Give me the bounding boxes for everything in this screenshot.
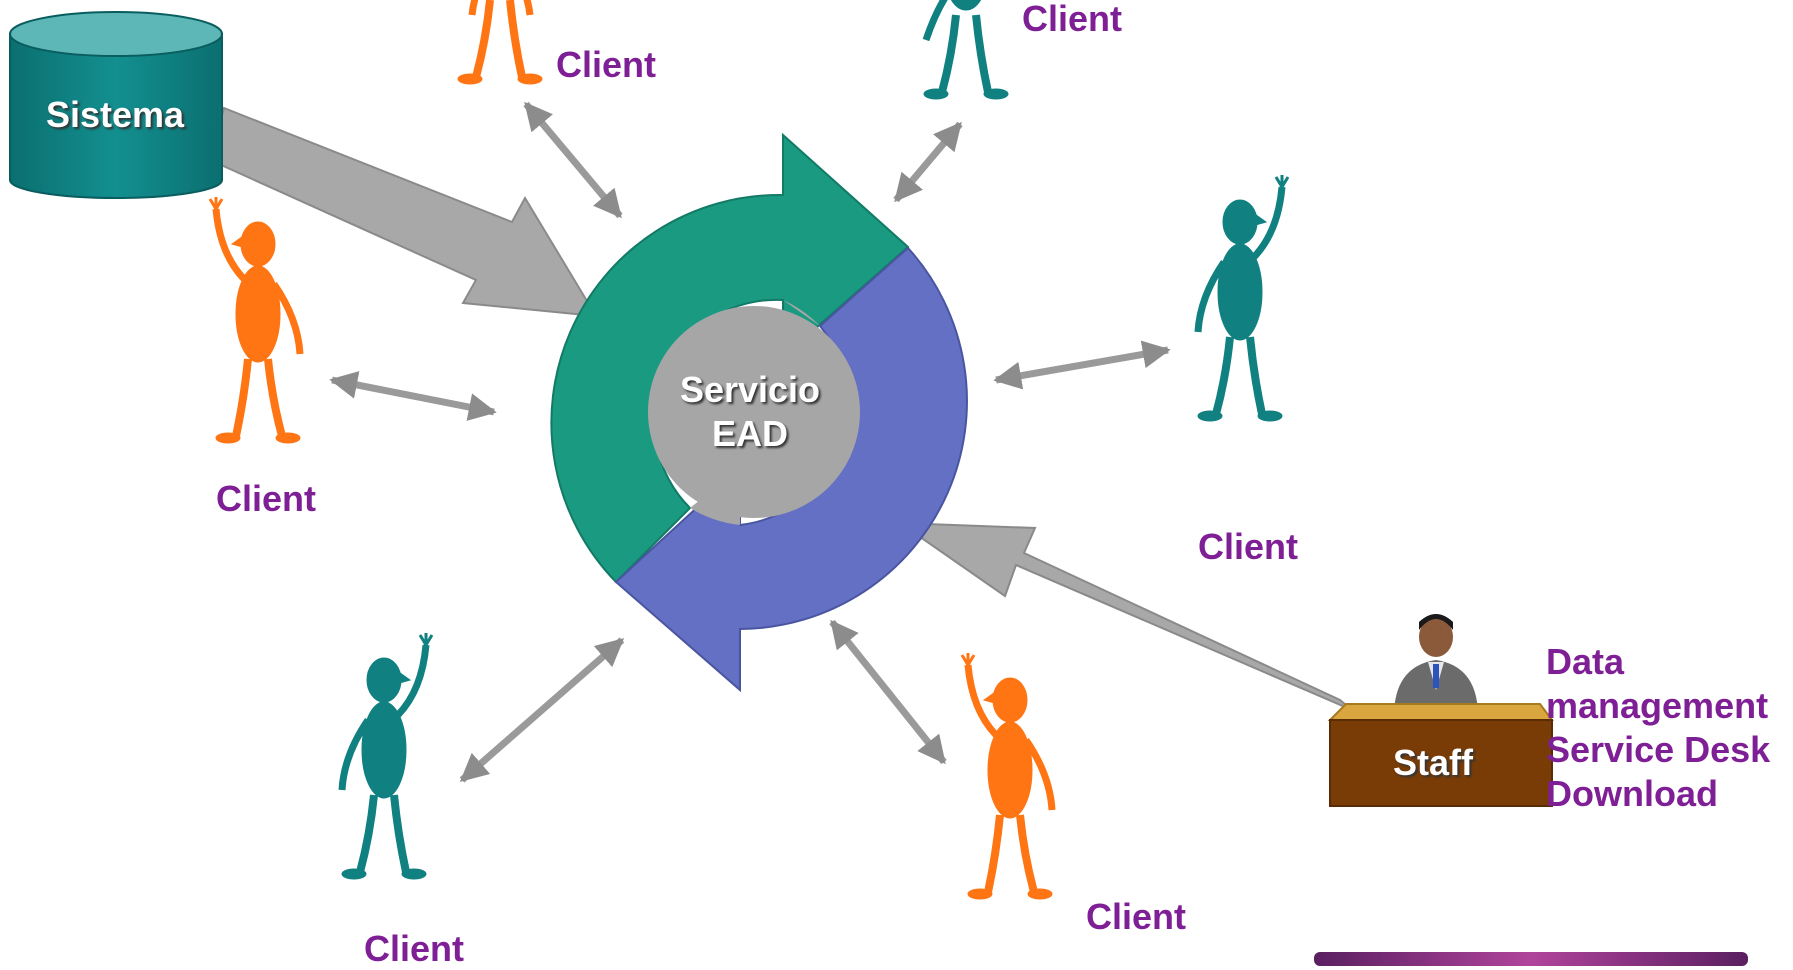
staff-person [1394,614,1478,712]
staff-desk [1327,703,1554,807]
client-figure-right [1198,175,1288,421]
client-label-right: Client [1198,526,1299,567]
service-label-line1: Servicio [679,369,821,410]
staff-task-list: Data management Service Desk Download [1546,640,1770,816]
client-figure-bottom-left [342,633,432,879]
client-figure-top-right [922,0,1009,100]
staff-task: Download [1546,773,1718,814]
connector-bottom-right [829,619,947,765]
database-cylinder [9,11,223,199]
connector-right [993,340,1171,390]
client-label-top-left: Client [556,44,657,85]
connector-bottom-left [459,637,625,783]
client-label-bottom-left: Client [364,928,465,969]
system-input-arrow [208,106,598,318]
footer-decoration-bar [1314,952,1748,966]
staff-task: Service Desk [1546,729,1771,770]
database-label: Sistema [45,94,185,135]
staff-task: management [1546,685,1769,726]
service-cycle [550,132,968,693]
client-label-top-right: Client [1022,0,1123,39]
client-figure-bottom-right [962,653,1052,899]
client-figure-left [210,197,300,443]
staff-input-arrow [896,521,1353,711]
client-label-left: Client [216,478,317,519]
staff-label: Staff [1393,742,1473,783]
client-connectors [329,101,1171,783]
service-center-label: Servicio EAD [640,368,860,456]
service-label-line2: EAD [711,413,788,454]
client-figure-top-left [457,0,543,85]
connector-top-right [893,121,963,203]
connector-left [329,371,497,421]
client-label-bottom-right: Client [1086,896,1187,937]
cycle-center [648,306,860,518]
staff-task: Data [1546,641,1625,682]
connector-top-left [523,101,623,219]
